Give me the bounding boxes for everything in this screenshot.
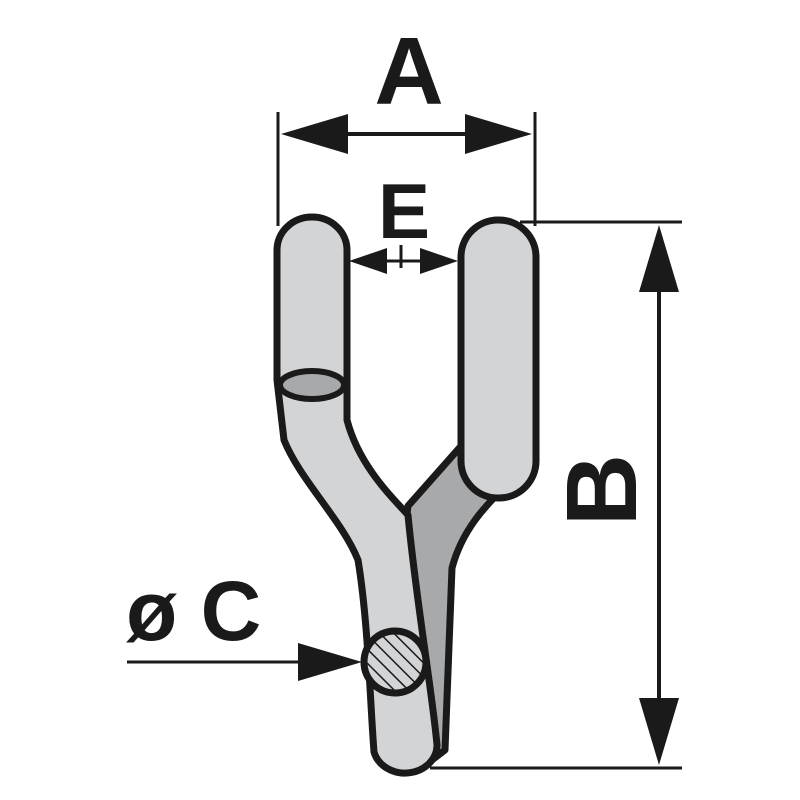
dimension-b [430, 220, 682, 770]
pin-hole [360, 627, 430, 697]
dimension-c [127, 643, 362, 681]
label-a: A [374, 18, 443, 125]
left-tine-section [277, 368, 347, 402]
label-b: B [546, 454, 658, 526]
dimension-e [349, 245, 458, 274]
label-e: E [378, 167, 430, 255]
label-c: ø C [126, 564, 261, 658]
dimension-a [276, 112, 537, 226]
right-tine-head [457, 216, 540, 502]
